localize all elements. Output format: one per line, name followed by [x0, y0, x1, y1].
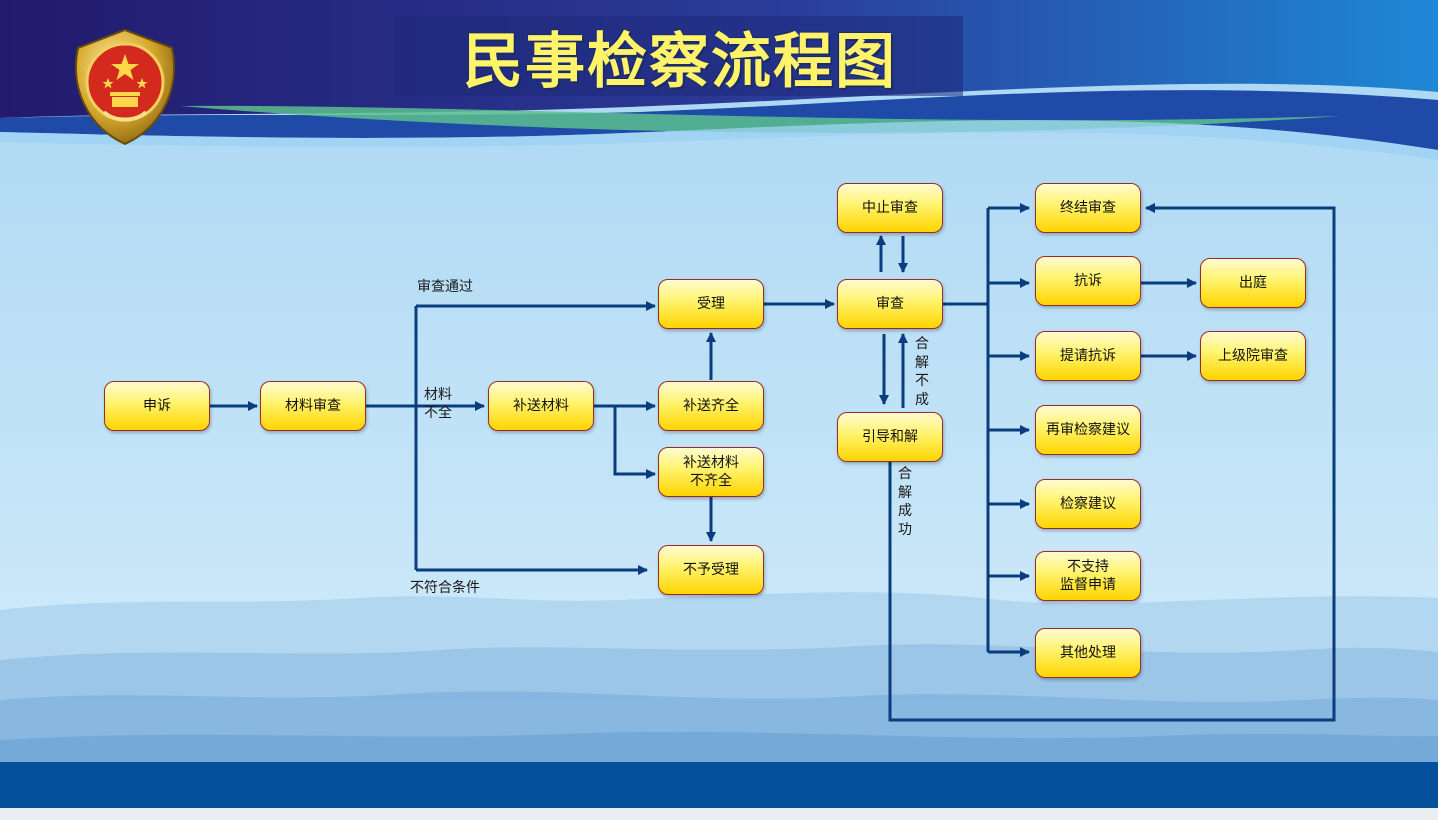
node-tiqing-kangsu: 提请抗诉 — [1035, 331, 1141, 381]
node-qita-chuli: 其他处理 — [1035, 628, 1141, 678]
node-shouli: 受理 — [658, 279, 764, 329]
node-shangjiyuan-shencha: 上级院审查 — [1200, 331, 1306, 381]
node-cailiao-shencha: 材料审查 — [260, 381, 366, 431]
label-cailiao-buquan: 材料 不全 — [424, 387, 452, 421]
node-buyu-shouli: 不予受理 — [658, 545, 764, 595]
node-chuting: 出庭 — [1200, 258, 1306, 308]
label-hejie-chenggong: 合 解 成 功 — [898, 466, 912, 538]
node-zhongjie-shencha: 终结审查 — [1035, 183, 1141, 233]
node-jiancha-jianyi: 检察建议 — [1035, 479, 1141, 529]
footer-band — [0, 762, 1438, 808]
node-busong-qiquan: 补送齐全 — [658, 381, 764, 431]
node-busong-cailiao: 补送材料 — [488, 381, 594, 431]
node-yindao-hejie: 引导和解 — [837, 412, 943, 462]
label-hejie-bucheng: 合 解 不 成 — [915, 336, 929, 408]
label-bufuhe-tiaojian: 不符合条件 — [410, 580, 480, 596]
page-title: 民事检察流程图 — [463, 26, 897, 97]
label-shencha-tongguo: 审查通过 — [417, 279, 473, 295]
procuratorate-emblem — [74, 28, 176, 146]
node-zhongzhi-shencha: 中止审查 — [837, 183, 943, 233]
node-busong-buqiquan: 补送材料 不齐全 — [658, 447, 764, 497]
node-shensu: 申诉 — [104, 381, 210, 431]
node-shencha: 审查 — [837, 279, 943, 329]
node-zaishen-jiancha-jianyi: 再审检察建议 — [1035, 405, 1141, 455]
bottom-strip — [0, 808, 1438, 820]
node-buzhichi-jiandu-shenqing: 不支持 监督申请 — [1035, 551, 1141, 601]
node-kangsu: 抗诉 — [1035, 256, 1141, 306]
